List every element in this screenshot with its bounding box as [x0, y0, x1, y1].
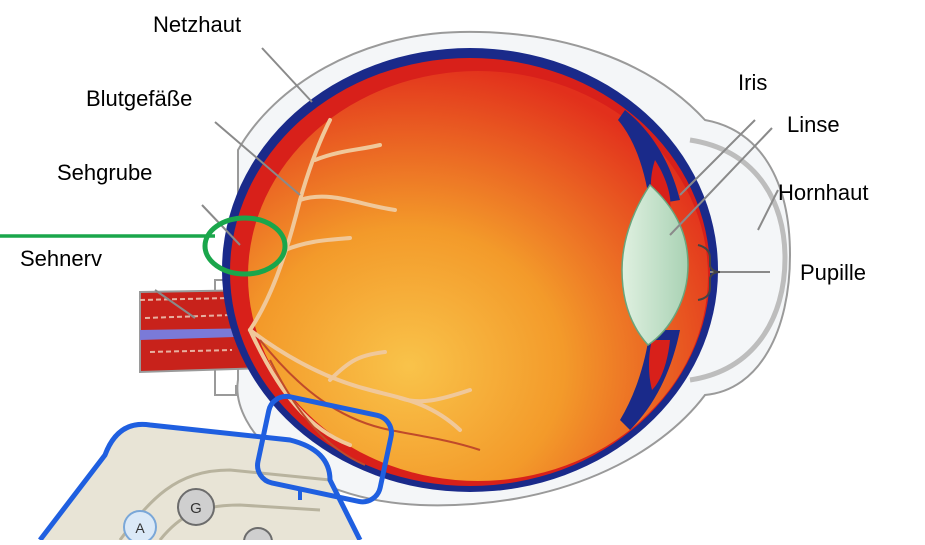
inset-key-a-label: A [135, 520, 145, 536]
label-pupille: Pupille [800, 260, 866, 286]
label-hornhaut: Hornhaut [778, 180, 869, 206]
label-iris: Iris [738, 70, 767, 96]
label-netzhaut: Netzhaut [153, 12, 241, 38]
label-sehnerv: Sehnerv [20, 246, 102, 272]
label-linse: Linse [787, 112, 840, 138]
inset-key-g-label: G [190, 500, 202, 517]
label-sehgrube: Sehgrube [57, 160, 152, 186]
label-blutgefaesse: Blutgefäße [86, 86, 192, 112]
